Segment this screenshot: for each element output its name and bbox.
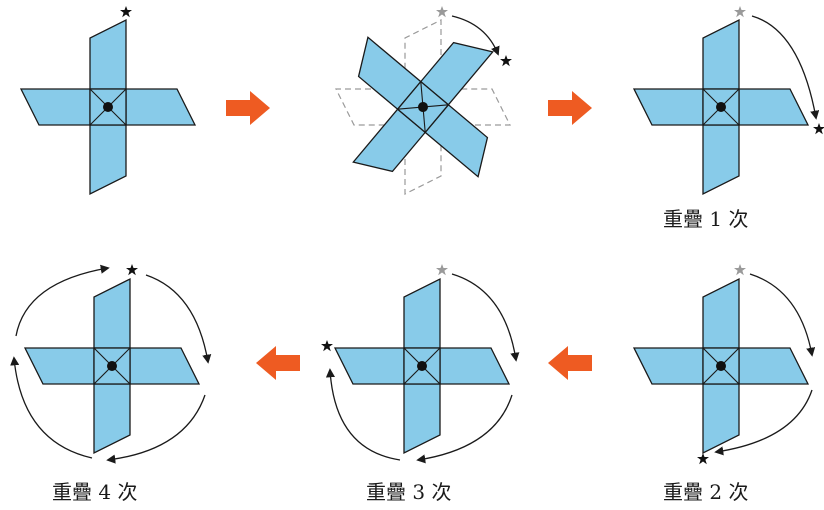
star-icon <box>126 264 138 276</box>
star-icon <box>500 55 512 67</box>
rotation-arc <box>106 394 206 464</box>
caption-overlap-4: 重疊 4 次 <box>52 480 137 504</box>
star-icon <box>120 6 132 18</box>
rotation-arc <box>145 274 212 364</box>
star-icon <box>813 123 824 135</box>
star-icon <box>436 264 448 276</box>
rotation-arc <box>15 264 110 337</box>
pinwheel-overlap-1 <box>633 19 809 195</box>
pinwheel-rotating <box>299 0 547 231</box>
right-arrow-icon <box>548 91 592 125</box>
caption-overlap-3: 重疊 3 次 <box>366 480 451 504</box>
rotation-arc <box>751 15 820 120</box>
star-icon <box>436 6 448 18</box>
pinwheel-overlap-2 <box>633 278 809 454</box>
left-arrow-icon <box>548 346 592 380</box>
rotation-arc <box>714 389 813 456</box>
star-icon <box>734 6 746 18</box>
rotation-arc <box>10 356 93 459</box>
left-arrow-icon <box>256 346 300 380</box>
pinwheel-overlap-4 <box>24 278 200 454</box>
star-icon <box>697 453 709 465</box>
rotation-arc <box>325 368 401 461</box>
rotation-arc <box>749 273 816 357</box>
right-arrow-icon <box>226 91 270 125</box>
caption-overlap-1: 重疊 1 次 <box>663 207 748 231</box>
rotation-arc <box>451 15 500 56</box>
rotation-arc <box>451 273 520 362</box>
caption-overlap-2: 重疊 2 次 <box>663 480 748 504</box>
pinwheel-start <box>20 19 196 195</box>
rotation-arc <box>416 394 513 464</box>
pinwheel-overlap-3 <box>334 278 510 454</box>
star-icon <box>321 340 333 352</box>
star-icon <box>734 264 746 276</box>
